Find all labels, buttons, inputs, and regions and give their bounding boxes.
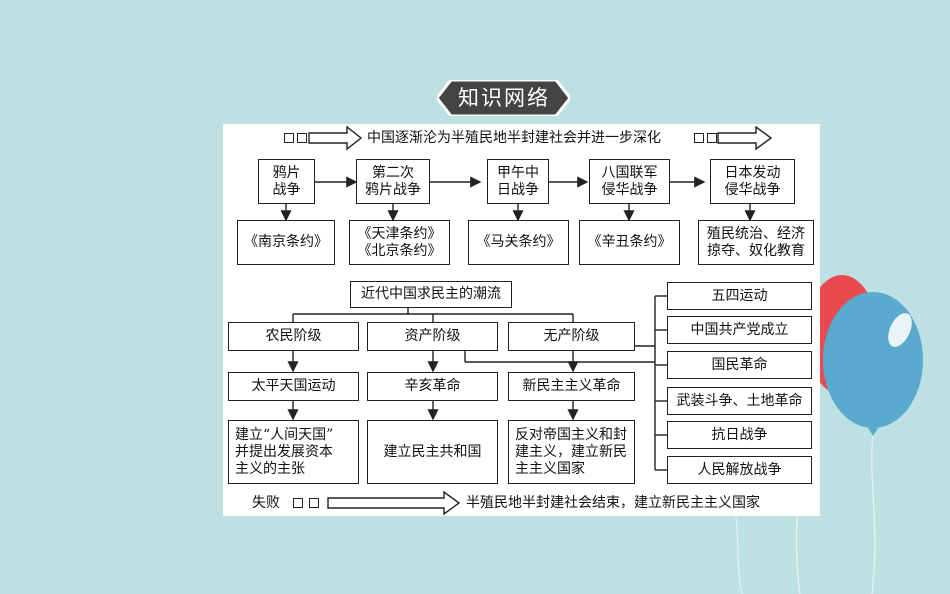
war-box: 甲午中 日战争 (487, 159, 549, 204)
treaty-box: 《辛丑条约》 (579, 220, 680, 265)
placeholder-square (293, 498, 303, 508)
placeholder-square (297, 133, 307, 143)
result-box: 反对帝国主义和封 建主义，建立新民 主主义国家 (508, 420, 635, 484)
stage-box: 武装斗争、土地革命 (667, 387, 812, 415)
stage-box: 五四运动 (667, 282, 812, 310)
connector-lines (280, 125, 773, 516)
placeholder-square (694, 133, 704, 143)
treaty-box: 《马关条约》 (468, 220, 569, 265)
class-box: 无产阶级 (508, 322, 635, 351)
fail-label: 失败 (252, 495, 280, 511)
trend-box: 近代中国求民主的潮流 (350, 281, 512, 308)
placeholder-square (707, 133, 717, 143)
war-box: 日本发动 侵华战争 (710, 159, 795, 204)
result-box: 建立“人间天国” 并提出发展资本 主义的主张 (228, 420, 359, 484)
stage-box: 中国共产党成立 (667, 316, 812, 344)
stage-box: 抗日战争 (667, 421, 812, 449)
knowledge-network-diagram: 中国逐渐沦为半殖民地半封建社会并进一步深化 鸦片 战争 第二次 鸦片战争 甲午中… (223, 124, 820, 516)
placeholder-square (284, 133, 294, 143)
placeholder-square (309, 498, 319, 508)
war-box: 第二次 鸦片战争 (356, 159, 430, 204)
event-box: 新民主主义革命 (508, 372, 635, 401)
event-box: 太平天国运动 (228, 372, 359, 401)
stage-box: 国民革命 (667, 351, 812, 379)
result-box: 建立民主共和国 (367, 420, 498, 484)
stage-box: 人民解放战争 (667, 456, 812, 484)
war-box: 鸦片 战争 (258, 159, 315, 204)
event-box: 辛亥革命 (367, 372, 498, 401)
treaty-box: 《南京条约》 (237, 220, 335, 265)
page-title: 知识网络 (452, 84, 556, 112)
class-box: 农民阶级 (228, 322, 359, 351)
footer-text: 半殖民地半封建社会结束，建立新民主主义国家 (466, 495, 760, 511)
class-box: 资产阶级 (367, 322, 498, 351)
war-box: 八国联军 侵华战争 (589, 159, 670, 204)
treaty-box: 《天津条约》 《北京条约》 (349, 220, 450, 265)
treaty-box: 殖民统治、经济 掠夺、奴化教育 (698, 220, 814, 265)
header-text: 中国逐渐沦为半殖民地半封建社会并进一步深化 (367, 130, 661, 146)
